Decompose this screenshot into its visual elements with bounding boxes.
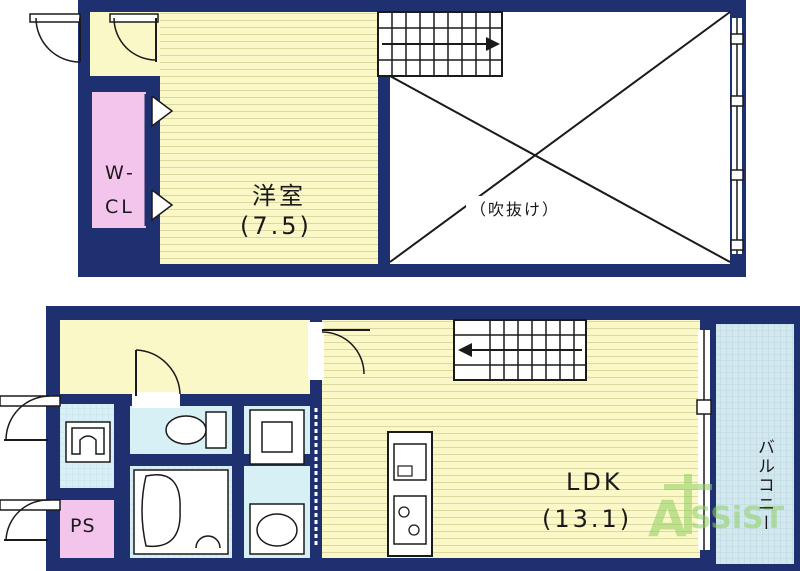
partition-wall <box>232 394 244 558</box>
bathtub <box>133 469 229 555</box>
partition-wall <box>114 394 130 558</box>
balcony <box>712 306 800 571</box>
watermark-logo: A SSiST <box>648 474 785 548</box>
balcony-window <box>696 330 712 550</box>
ps-label: PS <box>70 515 96 537</box>
svg-text:SSiST: SSiST <box>690 501 785 536</box>
svg-text:A: A <box>648 490 687 548</box>
ps-area <box>60 500 114 558</box>
upper-window <box>730 18 744 254</box>
closet-label-line2: CL <box>105 196 135 218</box>
upper-stairs <box>377 11 503 77</box>
lower-stairs <box>453 319 587 381</box>
lower-hall-floor <box>60 320 310 394</box>
closet-folding-doors <box>151 95 174 222</box>
closet-label-line1: W- <box>105 162 136 184</box>
void-label: （吹抜け） <box>466 196 565 220</box>
bedroom-size-label: (7.5) <box>240 212 312 240</box>
bedroom-floor <box>160 12 378 264</box>
ldk-door <box>308 322 370 380</box>
void-cross-line-1 <box>389 75 731 263</box>
wash-basin <box>249 409 305 465</box>
ldk-label: LDK <box>566 468 623 496</box>
walk-in-closet-floor <box>92 92 146 228</box>
partition-wall <box>60 488 114 500</box>
washroom-door <box>132 349 181 408</box>
void-cross-line-2 <box>389 11 731 263</box>
ps-door <box>0 499 61 541</box>
entry-door <box>0 395 61 441</box>
ldk-size-label: (13.1) <box>542 505 633 533</box>
upper-floor <box>29 0 746 277</box>
upper-door-hall <box>109 13 159 62</box>
kitchen-counter <box>387 431 433 557</box>
toilet <box>165 411 227 449</box>
upper-door-left <box>29 13 81 63</box>
vanity-sink <box>249 503 305 555</box>
washing-machine-pan <box>65 421 111 463</box>
balcony-label: バルコニー <box>754 438 774 533</box>
lower-floor: A SSiST <box>0 306 800 571</box>
bedroom-label: 洋室 <box>252 182 306 210</box>
